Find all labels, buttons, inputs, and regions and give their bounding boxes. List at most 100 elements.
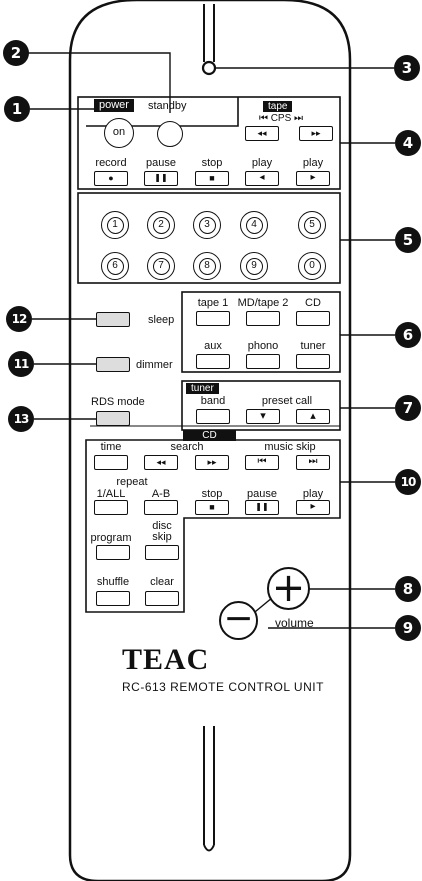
callout-13: 13 bbox=[8, 406, 34, 432]
callout-4: 4 bbox=[395, 130, 421, 156]
source-label-tuner: tuner bbox=[300, 340, 326, 352]
cd-button[interactable] bbox=[296, 311, 330, 326]
callout-7: 7 bbox=[395, 395, 421, 421]
a-b-label: A-B bbox=[151, 488, 171, 500]
volume-label: volume bbox=[275, 616, 314, 630]
callout-9: 9 bbox=[395, 615, 421, 641]
callout-3: 3 bbox=[394, 55, 420, 81]
tape-rewind-button[interactable]: ◂◂ bbox=[245, 126, 279, 141]
cd-play-button[interactable]: ▸ bbox=[296, 500, 330, 515]
disc-skip-label: disc skip bbox=[152, 520, 172, 543]
preset-call-label: preset call bbox=[261, 395, 313, 407]
tape-tag: tape bbox=[263, 101, 293, 112]
skip-back-button[interactable]: ⏮ bbox=[245, 455, 279, 470]
number-button-7[interactable]: 7 bbox=[147, 252, 175, 280]
source-label-md-tape2: MD/tape 2 bbox=[237, 297, 289, 309]
standby-label: standby bbox=[148, 100, 187, 112]
number-button-3[interactable]: 3 bbox=[193, 211, 221, 239]
tape-record-button[interactable]: ● bbox=[94, 171, 128, 186]
tape-fast-forward-button[interactable]: ▸▸ bbox=[299, 126, 333, 141]
callout-2: 2 bbox=[3, 40, 29, 66]
power-on-button[interactable]: on bbox=[104, 118, 134, 148]
tuner-tag: tuner bbox=[186, 383, 219, 394]
cd-play-label: play bbox=[302, 488, 324, 500]
number-button-0[interactable]: 0 bbox=[298, 252, 326, 280]
skip-forward-button[interactable]: ⏭ bbox=[296, 455, 330, 470]
play-reverse-label: play bbox=[251, 157, 273, 169]
record-label: record bbox=[95, 157, 127, 169]
rds-mode-button[interactable] bbox=[96, 411, 130, 426]
disc-skip-button[interactable] bbox=[145, 545, 179, 560]
dimmer-label: dimmer bbox=[136, 359, 173, 371]
program-button[interactable] bbox=[96, 545, 130, 560]
volume-up-button[interactable]: + bbox=[267, 567, 310, 610]
program-label: program bbox=[90, 532, 132, 544]
md-tape2-button[interactable] bbox=[246, 311, 280, 326]
time-button[interactable] bbox=[94, 455, 128, 470]
number-button-5[interactable]: 5 bbox=[298, 211, 326, 239]
sleep-button[interactable] bbox=[96, 312, 130, 327]
source-label-tape1: tape 1 bbox=[197, 297, 229, 309]
repeat-1-all-button[interactable] bbox=[94, 500, 128, 515]
callout-6: 6 bbox=[395, 322, 421, 348]
source-label-cd: CD bbox=[305, 297, 321, 309]
number-button-2[interactable]: 2 bbox=[147, 211, 175, 239]
number-button-9[interactable]: 9 bbox=[240, 252, 268, 280]
brand-logo: TEAC bbox=[122, 643, 210, 676]
source-label-phono: phono bbox=[247, 340, 279, 352]
aux-button[interactable] bbox=[196, 354, 230, 369]
standby-button[interactable] bbox=[157, 121, 183, 147]
cd-tag: CD bbox=[183, 430, 236, 441]
music-skip-label: music skip bbox=[264, 441, 316, 453]
band-label: band bbox=[200, 395, 226, 407]
pause-label: pause bbox=[146, 157, 176, 169]
search-label: search bbox=[170, 441, 204, 453]
callout-1: 1 bbox=[4, 96, 30, 122]
model-name: RC-613 REMOTE CONTROL UNIT bbox=[122, 680, 324, 694]
callout-5: 5 bbox=[395, 227, 421, 253]
preset-down-button[interactable]: ▾ bbox=[246, 409, 280, 424]
tape-pause-button[interactable]: ❚❚ bbox=[144, 171, 178, 186]
cd-pause-label: pause bbox=[247, 488, 277, 500]
power-tag: power bbox=[94, 99, 134, 112]
search-back-button[interactable]: ◂◂ bbox=[144, 455, 178, 470]
number-button-8[interactable]: 8 bbox=[193, 252, 221, 280]
phono-button[interactable] bbox=[246, 354, 280, 369]
search-forward-button[interactable]: ▸▸ bbox=[195, 455, 229, 470]
shuffle-button[interactable] bbox=[96, 591, 130, 606]
number-button-4[interactable]: 4 bbox=[240, 211, 268, 239]
cps-label: ⏮ CPS ⏭ bbox=[258, 113, 304, 124]
repeat-label: repeat bbox=[116, 476, 148, 488]
tape-play-reverse-button[interactable]: ◂ bbox=[245, 171, 279, 186]
a-b-repeat-button[interactable] bbox=[144, 500, 178, 515]
number-button-1[interactable]: 1 bbox=[101, 211, 129, 239]
repeat-1-all-label: 1/ALL bbox=[96, 488, 126, 500]
volume-down-button[interactable]: − bbox=[219, 601, 258, 640]
preset-up-button[interactable]: ▴ bbox=[296, 409, 330, 424]
number-button-6[interactable]: 6 bbox=[101, 252, 129, 280]
play-forward-label: play bbox=[302, 157, 324, 169]
tuner-button[interactable] bbox=[296, 354, 330, 369]
cd-pause-button[interactable]: ❚❚ bbox=[245, 500, 279, 515]
time-label: time bbox=[100, 441, 122, 453]
clear-button[interactable] bbox=[145, 591, 179, 606]
callout-8: 8 bbox=[395, 576, 421, 602]
cd-stop-label: stop bbox=[201, 488, 223, 500]
dimmer-button[interactable] bbox=[96, 357, 130, 372]
cd-stop-button[interactable]: ■ bbox=[195, 500, 229, 515]
band-button[interactable] bbox=[196, 409, 230, 424]
callout-10: 10 bbox=[395, 469, 421, 495]
tape-stop-button[interactable]: ■ bbox=[195, 171, 229, 186]
tape-play-forward-button[interactable]: ▸ bbox=[296, 171, 330, 186]
callout-11: 11 bbox=[8, 351, 34, 377]
clear-label: clear bbox=[150, 576, 174, 588]
rds-mode-label: RDS mode bbox=[91, 396, 145, 408]
source-label-aux: aux bbox=[204, 340, 222, 352]
shuffle-label: shuffle bbox=[96, 576, 130, 588]
tape1-button[interactable] bbox=[196, 311, 230, 326]
sleep-label: sleep bbox=[148, 314, 175, 326]
callout-12: 12 bbox=[6, 306, 32, 332]
stop-label: stop bbox=[201, 157, 223, 169]
